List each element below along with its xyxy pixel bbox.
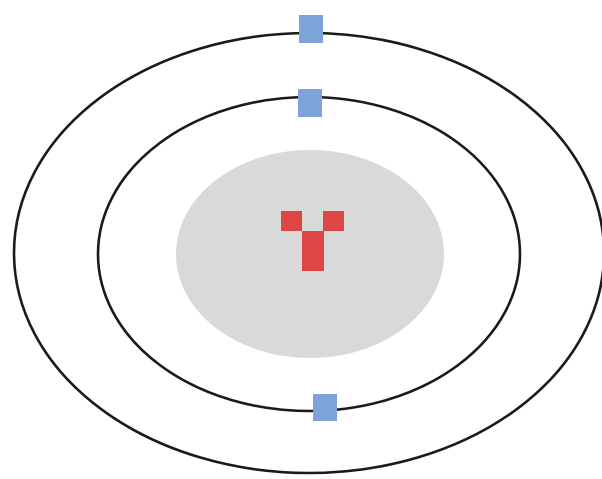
electron bbox=[299, 15, 323, 43]
proton bbox=[281, 211, 302, 231]
proton bbox=[323, 211, 344, 231]
proton bbox=[302, 231, 324, 271]
electron bbox=[313, 394, 337, 421]
electron bbox=[298, 89, 322, 117]
